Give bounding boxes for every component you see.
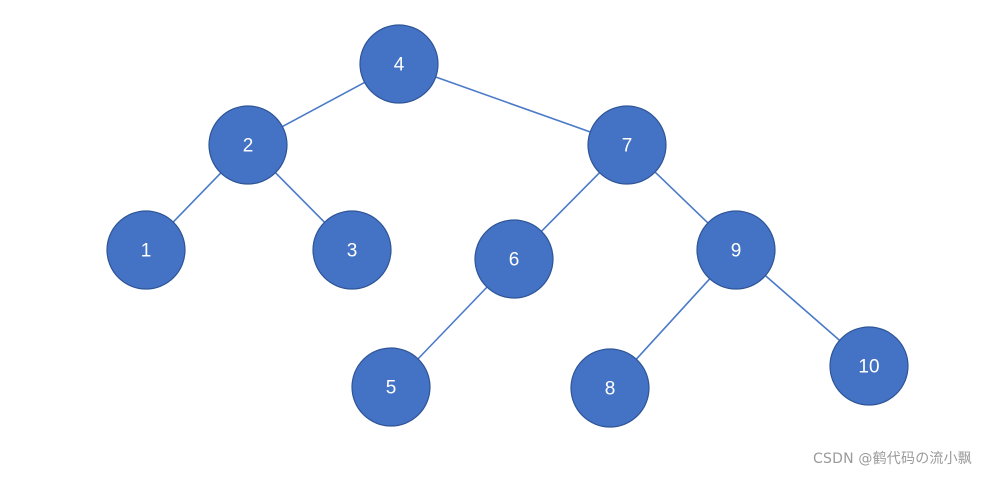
- node-circle: [474, 219, 554, 299]
- node-label: 7: [622, 136, 633, 157]
- node-circle: [208, 105, 288, 185]
- edge-4-2: [281, 81, 366, 128]
- tree-node-6: 6: [474, 219, 554, 299]
- node-circle: [587, 105, 667, 185]
- node-label: 8: [605, 379, 616, 400]
- tree-node-8: 8: [570, 348, 650, 428]
- node-label: 3: [347, 241, 358, 262]
- node-label: 1: [141, 241, 152, 262]
- node-circle: [106, 210, 186, 290]
- edge-7-6: [540, 172, 601, 232]
- node-label: 10: [858, 357, 879, 378]
- node-circle: [312, 210, 392, 290]
- edge-2-3: [274, 172, 326, 223]
- tree-node-4: 4: [359, 24, 439, 104]
- edge-2-1: [172, 172, 222, 223]
- edges-layer: [172, 76, 841, 360]
- tree-node-3: 3: [312, 210, 392, 290]
- tree-node-1: 1: [106, 210, 186, 290]
- edge-9-8: [635, 278, 711, 360]
- node-circle: [351, 347, 431, 427]
- edge-7-9: [654, 171, 709, 224]
- node-label: 4: [394, 55, 405, 76]
- node-circle: [829, 326, 909, 406]
- edge-4-7: [435, 76, 591, 133]
- tree-node-2: 2: [208, 105, 288, 185]
- edge-9-10: [764, 275, 841, 341]
- edge-6-5: [417, 286, 488, 360]
- node-circle: [570, 348, 650, 428]
- tree-node-9: 9: [696, 210, 776, 290]
- tree-node-10: 10: [829, 326, 909, 406]
- tree-node-7: 7: [587, 105, 667, 185]
- tree-node-5: 5: [351, 347, 431, 427]
- csdn-watermark: CSDN @鹤代码の流小飘: [813, 451, 972, 467]
- node-circle: [359, 24, 439, 104]
- node-label: 2: [243, 136, 254, 157]
- nodes-layer: 4 2 7 1 3 6 9 5 8 10: [106, 24, 909, 428]
- node-circle: [696, 210, 776, 290]
- node-label: 9: [731, 241, 742, 262]
- node-label: 6: [509, 250, 520, 271]
- node-label: 5: [386, 378, 397, 399]
